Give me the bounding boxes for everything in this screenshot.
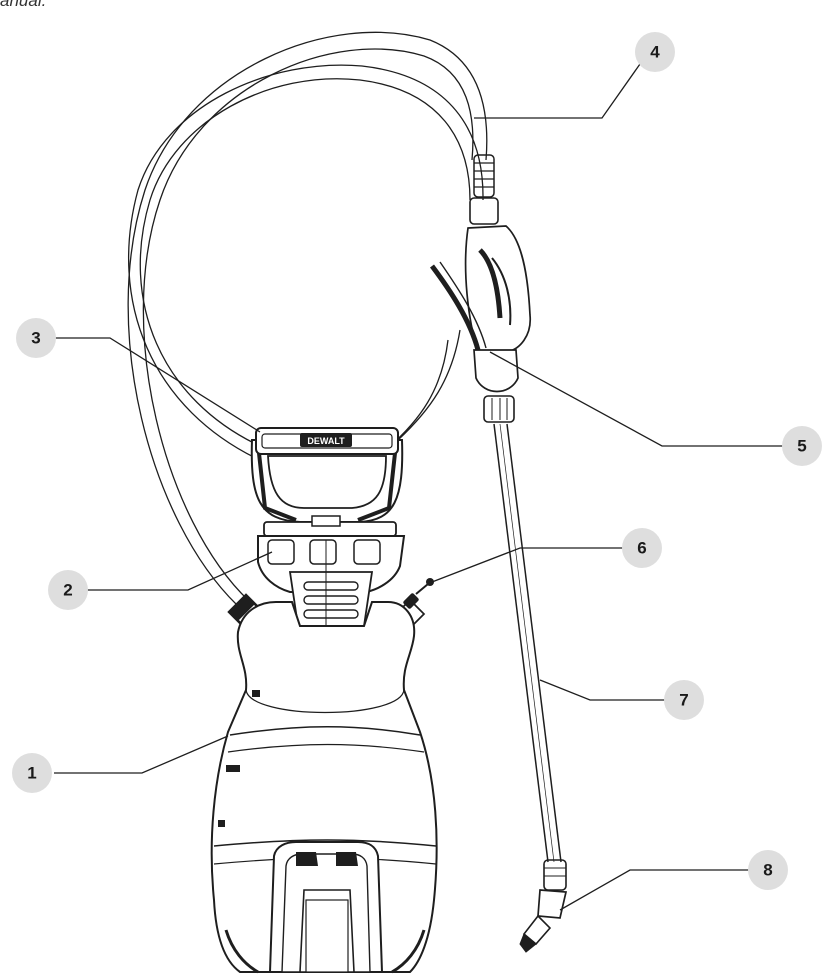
leader-line-8 <box>559 869 750 911</box>
callout-3: 3 <box>16 318 56 358</box>
leader-line-6 <box>431 547 630 583</box>
leader-line-5 <box>489 351 784 447</box>
callout-4-label: 4 <box>650 43 660 62</box>
pump-top <box>257 515 406 627</box>
brand-label: DEWALT <box>307 436 345 446</box>
callout-1-label: 1 <box>27 764 36 783</box>
callout-5-label: 5 <box>797 437 806 456</box>
leader-line-3 <box>54 337 261 433</box>
callout-2-label: 2 <box>63 581 72 600</box>
spray-nozzle <box>519 859 568 953</box>
leader-line-1 <box>54 735 229 774</box>
callout-3-label: 3 <box>31 329 40 348</box>
leader-lines <box>54 63 784 911</box>
carry-handle: DEWALT <box>250 427 404 523</box>
leader-line-7 <box>539 679 668 701</box>
callout-1: 1 <box>12 753 52 793</box>
callout-6-label: 6 <box>637 539 646 558</box>
callout-badges: 1 2 3 4 5 6 7 8 <box>12 32 822 890</box>
callout-8: 8 <box>748 850 788 890</box>
leader-line-2 <box>86 551 273 591</box>
callout-7-label: 7 <box>679 691 688 710</box>
callout-4: 4 <box>635 32 675 72</box>
callout-7: 7 <box>664 680 704 720</box>
leader-line-4 <box>474 63 641 119</box>
callout-8-label: 8 <box>763 861 772 880</box>
callout-5: 5 <box>782 426 822 466</box>
callout-2: 2 <box>48 570 88 610</box>
tank <box>210 601 438 974</box>
caption-text: anual. <box>0 0 47 10</box>
callout-6: 6 <box>622 528 662 568</box>
spray-gun <box>429 154 531 423</box>
spray-wand <box>493 423 562 863</box>
